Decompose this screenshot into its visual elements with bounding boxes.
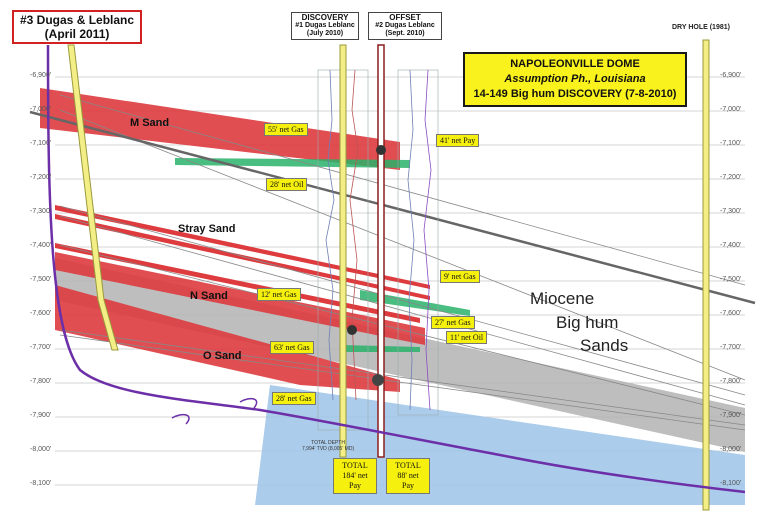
depth-right-label: -7,200' <box>720 174 742 181</box>
offset-total-pay: TOTAL 88' net Pay <box>386 458 430 494</box>
discovery-date: (July 2010) <box>306 30 344 37</box>
stray-sand-lower <box>55 214 430 300</box>
offset-title: OFFSET <box>389 13 421 22</box>
sand-gray-unit <box>55 258 745 452</box>
m-sand-body <box>40 88 400 170</box>
depth-right-label: -8,100' <box>720 480 742 487</box>
horizontal-well-path <box>46 44 746 494</box>
depth-right-label: -6,900' <box>720 72 742 79</box>
total-depth-note: TOTAL DEPTH 7,994' TVD (8,005' MD) <box>302 440 354 452</box>
discovery-well-bore <box>339 44 347 458</box>
depth-left-label: -7,000' <box>30 106 52 113</box>
pay-label-o-basal-gas: 28' net Gas <box>272 392 316 405</box>
offset-total-line: Pay <box>402 481 414 490</box>
depth-right-label: -7,000' <box>720 106 742 113</box>
offset-well-name: #2 Dugas Leblanc <box>375 22 435 29</box>
depth-left-label: -7,300' <box>30 208 52 215</box>
miocene-label-line-1: Miocene <box>530 289 595 308</box>
depth-left-label: -7,400' <box>30 242 52 249</box>
curl-mark-2 <box>239 397 258 409</box>
depth-left-label: -7,100' <box>30 140 52 147</box>
total-depth-title: TOTAL DEPTH <box>311 440 345 446</box>
left-well-yellow-bore <box>67 44 119 351</box>
fault-line <box>29 110 756 305</box>
depth-right-label: -7,500' <box>720 276 742 283</box>
depth-right-label: -7,800' <box>720 378 742 385</box>
discovery-total-depth-marker <box>347 325 357 335</box>
offset-well-bore <box>377 44 385 458</box>
discovery-well-name: #1 Dugas Leblanc <box>295 22 355 29</box>
depth-left-label: -7,200' <box>30 174 52 181</box>
depth-right-label: -8,000' <box>720 446 742 453</box>
depth-left-label: -8,000' <box>30 446 52 453</box>
depth-left-label: -8,100' <box>30 480 52 487</box>
n-sand-label: N Sand <box>190 290 228 302</box>
discovery-total-line: TOTAL <box>342 461 368 470</box>
depth-right-label: -7,700' <box>720 344 742 351</box>
pay-label-m-gas: 55' net Gas <box>264 123 308 136</box>
discovery-title: DISCOVERY <box>301 13 349 22</box>
discovery-total-line: 184' net <box>342 471 368 480</box>
depth-left-label: -7,500' <box>30 276 52 283</box>
discovery-total-pay: TOTAL 184' net Pay <box>333 458 377 494</box>
total-depth-marker <box>372 374 384 386</box>
title-box: NAPOLEONVILLE DOME Assumption Ph., Louis… <box>463 52 687 107</box>
offset-well-header: OFFSET #2 Dugas Leblanc (Sept. 2010) <box>368 12 442 40</box>
title-line-3: 14-149 Big hum DISCOVERY (7-8-2010) <box>473 88 677 100</box>
total-depth-value: 7,994' TVD (8,005' MD) <box>302 446 355 452</box>
offset-total-depth-marker <box>376 145 386 155</box>
title-line-1: NAPOLEONVILLE DOME <box>510 58 640 70</box>
depth-right-label: -7,900' <box>720 412 742 419</box>
depth-right-label: -7,400' <box>720 242 742 249</box>
dry-hole-bore <box>702 39 710 511</box>
depth-left-label: -7,700' <box>30 344 52 351</box>
pay-label-offset-n: 9' net Gas <box>440 270 480 283</box>
stray-sand-label: Stray Sand <box>178 223 236 235</box>
offset-date: (Sept. 2010) <box>385 30 425 37</box>
left-well-date: (April 2011) <box>44 27 110 41</box>
o-sand-label: O Sand <box>203 350 242 362</box>
discovery-well-header: DISCOVERY #1 Dugas Leblanc (July 2010) <box>291 12 359 40</box>
correlation-lines <box>59 94 746 431</box>
pay-label-offset-m: 41' net Pay <box>436 134 480 147</box>
n-sand-body <box>55 252 425 345</box>
title-line-2: Assumption Ph., Louisiana <box>504 73 646 85</box>
depth-right-label: -7,100' <box>720 140 742 147</box>
depth-left-label: -7,600' <box>30 310 52 317</box>
pay-label-m-oil: 28' net Oil <box>266 178 308 191</box>
depth-right-label: -7,600' <box>720 310 742 317</box>
pay-label-o-gas: 63' net Gas <box>270 341 314 354</box>
pay-label-offset-n-gas: 27' net Gas <box>431 316 475 329</box>
depth-left-label: -6,900' <box>30 72 52 79</box>
offset-total-line: 88' net <box>397 471 419 480</box>
miocene-label-line-3: Sands <box>580 336 629 355</box>
dry-hole-label: DRY HOLE (1981) <box>672 24 730 31</box>
depth-left-label: -7,900' <box>30 412 52 419</box>
stray-sand-upper <box>55 205 430 289</box>
pay-label-n-gas: 12' net Gas <box>257 288 301 301</box>
depth-left-label: -7,800' <box>30 378 52 385</box>
curl-mark-1 <box>171 413 190 425</box>
pay-label-offset-oil: 11' net Oil <box>446 331 488 344</box>
depth-right-label: -7,300' <box>720 208 742 215</box>
m-sand-label: M Sand <box>130 117 170 129</box>
left-well-header: #3 Dugas & Leblanc (April 2011) <box>12 10 143 44</box>
miocene-label-line-2: Big hum <box>556 313 619 332</box>
offset-total-line: TOTAL <box>395 461 421 470</box>
discovery-total-line: Pay <box>349 481 361 490</box>
left-well-name: #3 Dugas & Leblanc <box>20 13 135 27</box>
n-sand-upper <box>55 243 420 323</box>
